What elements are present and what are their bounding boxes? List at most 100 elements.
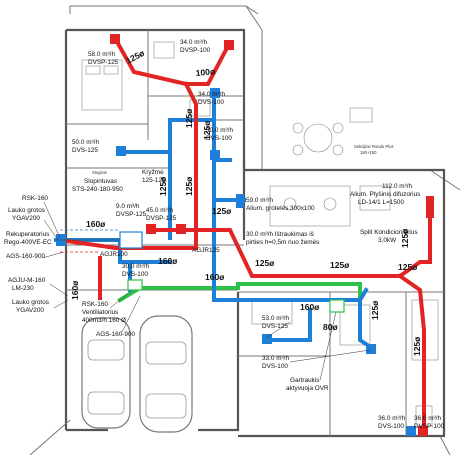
label-dvs100-mid-name: DVS-100 <box>206 135 232 142</box>
label-dvs125-bottom-flow: 53.0 m³/h <box>262 315 289 322</box>
label-agju-1: AGJU-M-160 <box>8 277 46 284</box>
duct-size-160-left: 160ø <box>86 219 106 229</box>
label-alium-ld-2: LD-14/1 L=1500 <box>358 199 404 206</box>
label-ventiliatorius-2: 400m3/h 160 Ø <box>82 317 126 324</box>
extract-dvs100-br-icon <box>406 426 416 436</box>
label-sts: STS-240-180-950 <box>72 186 123 193</box>
fan-icon <box>127 279 143 291</box>
label-dvs-agjr-name: DVS-100 <box>122 271 148 278</box>
diffuser-dvsp125b-icon <box>176 224 186 234</box>
label-dvsp100-br-flow: 36.0 m³/h <box>414 415 441 422</box>
duct-size-125-right-vertical: 125ø <box>400 228 410 248</box>
label-lauko-bottom-2: YGAV200 <box>16 307 44 314</box>
label-alium-ld-1: Alium. Plyšinis difuzorius <box>350 191 420 198</box>
label-lauko-bottom-1: Lauko grotos <box>12 299 49 306</box>
label-agju-2: LM-230 <box>12 285 34 292</box>
equipment-labels: 34.0 m³/h DVSP-100 58.0 m³/h DVSP-125 34… <box>4 39 445 430</box>
label-small-plan-2: 180+150 <box>360 150 377 155</box>
label-alium300-flow: 59.0 m³/h <box>246 197 273 204</box>
duct-size-125-vertical-a: 125ø <box>184 108 194 128</box>
label-split-2: 3,0kW <box>378 237 397 244</box>
label-alium-ld-flow: 112.0 m³/h <box>382 183 413 190</box>
label-rekuperatorius-2: Rego-400VE-EC <box>4 239 52 246</box>
duct-size-labels: 125ø 100ø 125ø 125ø 125ø 125ø 125ø 160ø … <box>70 47 422 356</box>
label-dvsp125b-name: DVSP-125 <box>146 215 177 222</box>
diffuser-dvsp100-br-icon <box>418 426 428 436</box>
label-dvsp125a-name: DVSP-125 <box>116 211 147 218</box>
label-dvsp125b-flow: 45.0 m³/h <box>146 207 173 214</box>
label-lauko-top-1: Lauko grotos <box>8 207 45 214</box>
duct-size-125-top: 125ø <box>124 47 147 65</box>
label-ags160-left: AGS-160-900 <box>6 253 46 260</box>
label-stoginis: Stoginis <box>92 170 107 175</box>
duct-size-125-br-vertical: 125ø <box>412 336 422 356</box>
recuperator-icon <box>119 231 143 249</box>
diffuser-dvsp125a-icon <box>146 224 156 234</box>
extract-dvs100-mid-icon <box>210 150 220 160</box>
label-dvs-agjr-flow: 30.0 m³/h <box>122 263 149 270</box>
label-dvs100-top-flow: 34.0 m³/h <box>198 91 225 98</box>
duct-size-100-top: 100ø <box>195 66 216 78</box>
duct-size-125-right-c: 125ø <box>398 262 418 272</box>
duct-size-125-right-b: 125ø <box>330 260 350 270</box>
label-dvs125-left-name: DVS-125 <box>72 147 98 154</box>
duct-size-125-vertical-d: 125ø <box>184 176 194 196</box>
label-dvs125-left-flow: 50.0 m³/h <box>72 139 99 146</box>
duct-size-125-mid: 125ø <box>212 206 232 216</box>
extract-dvs125-bottom-icon <box>262 334 272 344</box>
label-dvsp125-left-name: DVSP-125 <box>88 59 119 66</box>
leader-lines <box>41 201 371 381</box>
label-dvsp100-top-flow: 34.0 m³/h <box>180 39 207 46</box>
label-ags160-bottom: AGS-160-900 <box>96 331 136 338</box>
duct-size-125-bottom-vertical: 125ø <box>370 300 380 320</box>
terminals <box>56 34 434 436</box>
diffuser-dvsp125-icon <box>110 34 120 44</box>
label-agjr100: AGJR100 <box>100 251 128 258</box>
duct-size-160-bottom: 160ø <box>300 302 320 312</box>
duct-size-80-bottom: 80ø <box>323 322 338 332</box>
extract-dvs100-icon <box>210 88 220 98</box>
label-rsk160b: RSK-160 <box>82 301 108 308</box>
slot-diffuser-icon <box>426 196 434 218</box>
label-istraukimas-2: pirties h=0,5m nuo žemės <box>246 239 319 246</box>
label-dvs100-br-flow: 36.0 m³/h <box>378 415 405 422</box>
label-istraukimas-1: 30.0 m³/h Ištraukimas iš <box>246 231 314 238</box>
label-dvs100-bottom-name: DVS-100 <box>262 363 288 370</box>
duct-size-160-mid: 160ø <box>158 256 178 266</box>
label-kryzme-1: Kryžmė <box>142 169 164 176</box>
label-alium300-name: Alium. grotelės 300x100 <box>246 205 315 212</box>
label-dvs100-mid-flow: 30.0 m³/h <box>206 127 233 134</box>
diffuser-dvsp100-icon <box>224 40 234 50</box>
label-rekuperatorius-1: Rekuperatorius <box>6 231 49 238</box>
label-dvs100-br-name: DVS-100 <box>378 423 404 430</box>
duct-size-125-vertical-b: 125ø <box>202 120 212 140</box>
label-split-1: Split Kondicionierius <box>360 229 418 236</box>
extract-ducts <box>54 94 375 351</box>
extract-dvs100-bottom-icon <box>366 344 376 354</box>
building-walls <box>29 5 461 456</box>
car-left <box>81 317 131 429</box>
duct-size-160-bottom-left: 160ø <box>70 280 80 300</box>
label-dvsp125a-flow: 9.0 m³/h <box>116 203 140 210</box>
duct-size-125-right-a: 125ø <box>255 258 275 268</box>
label-gartraukis-1: Gartraukis <box>290 377 319 384</box>
duct-size-125-vertical-c: 125ø <box>158 176 168 196</box>
hood-icon <box>329 299 345 313</box>
label-dvs100-top-name: DVS-100 <box>198 99 224 106</box>
label-dvsp125-left-flow: 58.0 m³/h <box>88 51 115 58</box>
label-rsk160: RSK-160 <box>22 195 48 202</box>
duct-size-160-green: 160ø <box>205 272 225 282</box>
label-kryzme-2: 125-125 <box>142 177 166 184</box>
label-small-plan-1: Sekcijinė Rondo Plus <box>354 144 394 149</box>
grille-300x100-icon <box>236 194 244 208</box>
label-slopintuvas: Slopintuvas <box>84 178 117 185</box>
extract-dvs125-icon <box>116 146 126 156</box>
garage-cars <box>81 315 193 433</box>
label-dvs125-bottom-name: DVS-125 <box>262 323 288 330</box>
label-gartraukis-2: aktyvuoja OVR <box>286 385 329 392</box>
label-ventiliatorius-1: Ventiliatorius <box>82 309 118 316</box>
label-dvsp100-top-name: DVSP-100 <box>180 47 211 54</box>
label-dvs100-bottom-flow: 33.0 m³/h <box>262 355 289 362</box>
supply-ducts <box>57 37 432 432</box>
